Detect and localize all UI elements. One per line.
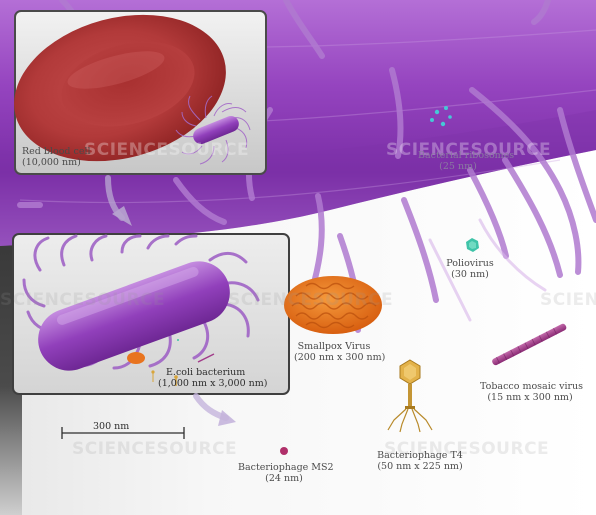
- ecoli-bacterium: [38, 261, 230, 371]
- watermark: SCIENCESOURCE: [386, 140, 552, 160]
- scale-bar-label: 300 nm: [93, 421, 130, 432]
- tobacco-label: Tobacco mosaic virus (15 nm x 300 nm): [480, 381, 584, 403]
- watermark: SCIENCESOURCE: [84, 140, 250, 160]
- ms2-label: Bacteriophage MS2 (24 nm): [238, 462, 334, 484]
- bacteriophage-ms2: [280, 447, 288, 455]
- ecoli-inset: [12, 233, 290, 395]
- red-blood-cell: [14, 14, 226, 162]
- ribosomes-label: Bacterial ribosomes (25 nm): [418, 150, 515, 172]
- red-blood-cell-label: Red blood cell (10,000 nm): [22, 146, 91, 168]
- watermark: SCIENCESOURCE: [228, 290, 394, 310]
- smallpox-label: Smallpox Virus (200 nm x 300 nm): [294, 341, 386, 363]
- scale-bar: [61, 427, 185, 439]
- bacteriophage-t4: [387, 359, 433, 433]
- watermark: SCIENCESOURCE: [540, 290, 596, 310]
- smallpox-virus: [284, 276, 382, 334]
- ecoli-label-marker: [151, 370, 155, 382]
- poliovirus-label: Poliovirus (30 nm): [446, 258, 494, 280]
- small-ecoli-in-inset: [175, 95, 251, 165]
- smallpox-miniature: [127, 352, 145, 364]
- watermark: SCIENCESOURCE: [0, 290, 166, 310]
- bacterial-ribosomes: [430, 106, 452, 127]
- t4-label: Bacteriophage T4 (50 nm x 225 nm): [377, 450, 463, 472]
- watermark: SCIENCESOURCE: [384, 439, 550, 459]
- red-blood-cell-inset: [14, 10, 267, 175]
- ecoli-label: E.coli bacterium (1,000 nm x 3,000 nm): [158, 367, 268, 389]
- watermark: SCIENCESOURCE: [72, 439, 238, 459]
- tobacco-mosaic-virus: [492, 323, 567, 366]
- zoom-arrow-2: [193, 393, 236, 426]
- zoom-arrow-1: [105, 175, 132, 226]
- poliovirus: [466, 238, 479, 252]
- tobacco-miniature: [197, 353, 215, 363]
